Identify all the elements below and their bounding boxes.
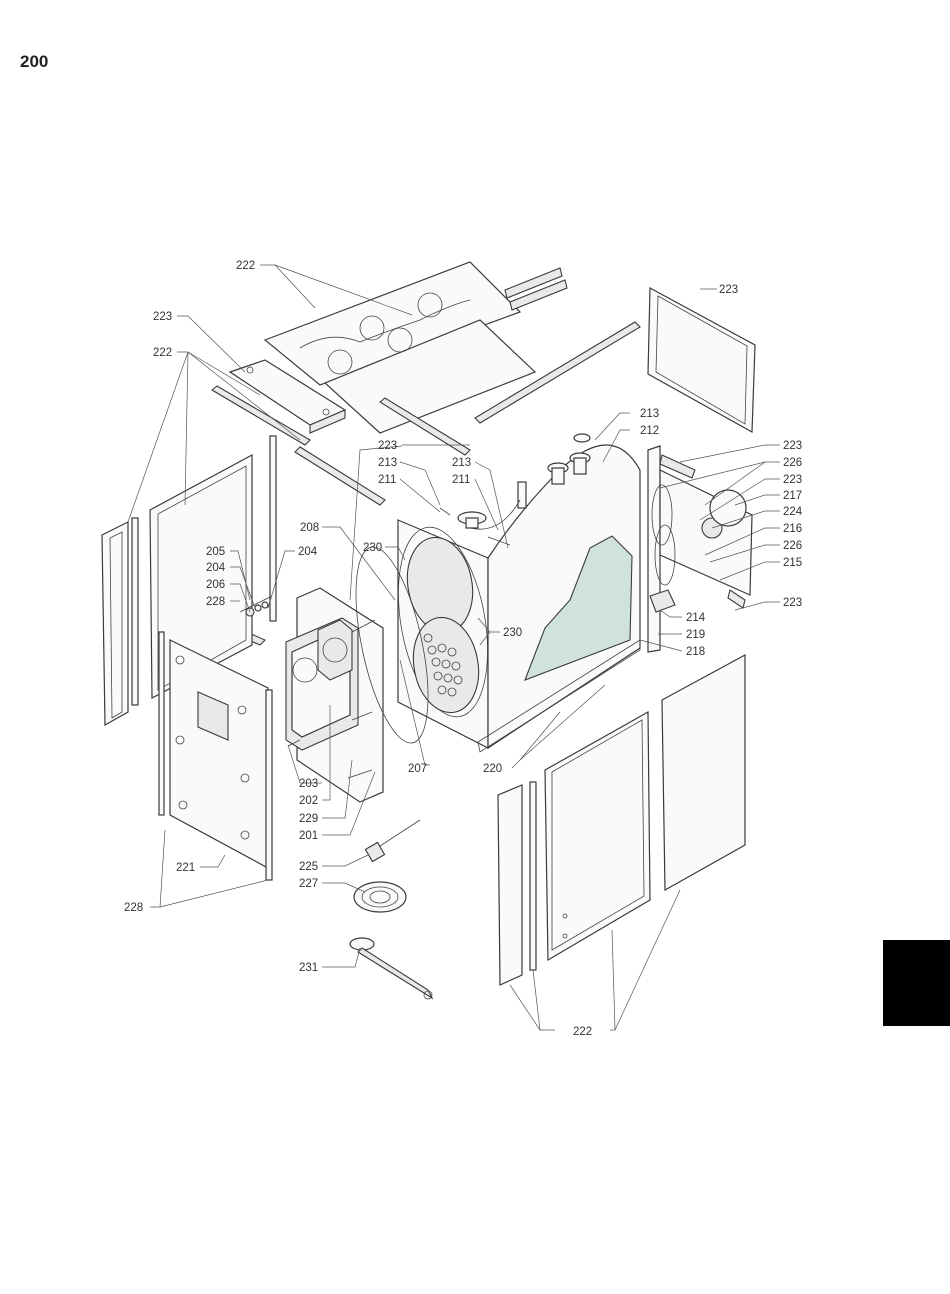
- label-205: 205: [206, 546, 225, 558]
- label-207: 207: [408, 763, 427, 775]
- label-202: 202: [299, 795, 318, 807]
- label-204-right: 204: [298, 546, 318, 558]
- label-226-bottom: 226: [783, 540, 802, 552]
- label-213-right: 213: [640, 408, 659, 420]
- label-227: 227: [299, 878, 318, 890]
- label-217: 217: [783, 490, 802, 502]
- label-228-top: 228: [206, 596, 225, 608]
- label-211-left: 211: [378, 474, 396, 486]
- label-230-right: 230: [503, 627, 522, 639]
- rear-top-frame: [648, 288, 755, 432]
- label-213-left: 213: [378, 457, 397, 469]
- cleaning-tool-231: [350, 938, 432, 999]
- label-223-center: 223: [378, 440, 397, 452]
- side-right-door-panel: [662, 655, 745, 890]
- label-223-rear-1: 223: [783, 440, 802, 452]
- front-right-door-panel: [545, 712, 650, 960]
- label-231: 231: [299, 962, 318, 974]
- label-225: 225: [299, 861, 318, 873]
- label-218: 218: [686, 646, 705, 658]
- label-223-rear-3: 223: [783, 597, 802, 609]
- label-220: 220: [483, 763, 502, 775]
- label-215: 215: [783, 557, 802, 569]
- label-216: 216: [783, 523, 802, 535]
- label-223-top-left: 223: [153, 311, 172, 323]
- label-221: 221: [176, 862, 195, 874]
- bottom-strips: [498, 782, 536, 985]
- section-tab-marker: [883, 940, 950, 1026]
- label-214: 214: [686, 612, 706, 624]
- label-224: 224: [783, 506, 803, 518]
- label-206: 206: [206, 579, 225, 591]
- electrode-225: [365, 820, 420, 862]
- label-229: 229: [299, 813, 318, 825]
- label-226-top: 226: [783, 457, 802, 469]
- label-204-left: 204: [206, 562, 226, 574]
- heat-exchanger-front-plate: [385, 520, 501, 748]
- label-211-mid: 211: [452, 474, 470, 486]
- top-rail-bars: [505, 268, 567, 310]
- burner-front-plate: [286, 588, 383, 802]
- label-212: 212: [640, 425, 659, 437]
- label-223-rear-2: 223: [783, 474, 802, 486]
- spiral-disc-227: [354, 882, 406, 912]
- label-208: 208: [300, 522, 319, 534]
- label-222-left: 222: [153, 347, 172, 359]
- label-203: 203: [299, 778, 318, 790]
- label-201: 201: [299, 830, 318, 842]
- label-223-rear-top: 223: [719, 284, 738, 296]
- label-213-mid: 213: [452, 457, 471, 469]
- label-230-top: 230: [363, 542, 382, 554]
- burner-fan-unit: [318, 620, 352, 680]
- front-left-cover-panel: [159, 632, 272, 880]
- label-228-bottom: 228: [124, 902, 143, 914]
- label-222-bottom: 222: [573, 1026, 592, 1038]
- label-222-top: 222: [236, 260, 255, 272]
- label-219: 219: [686, 629, 705, 641]
